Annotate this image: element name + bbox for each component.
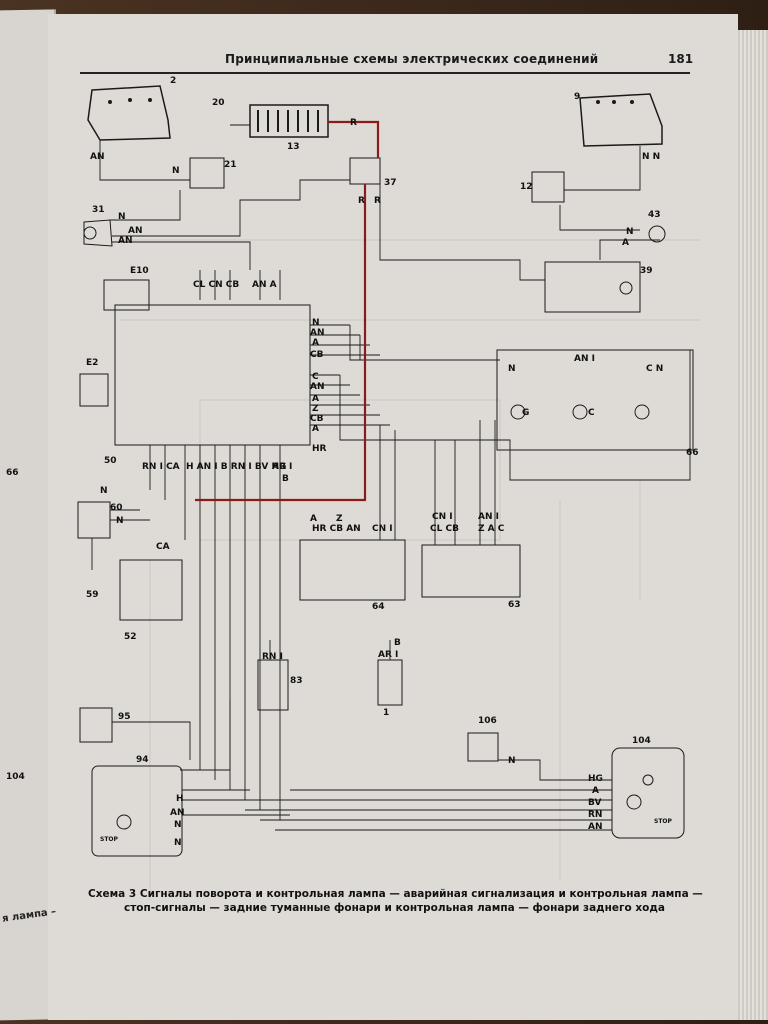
wire-RNICA: RN I CA xyxy=(142,462,180,472)
wire-CN-66: C N xyxy=(646,364,664,374)
wire-AR1: AR I xyxy=(272,462,293,472)
wire-A-50b: A xyxy=(312,394,319,404)
wire-Z-50: Z xyxy=(312,404,319,414)
wire-A-50c: A xyxy=(312,424,319,434)
wire-RN1-83: RN I xyxy=(262,652,283,662)
label-106: 106 xyxy=(478,716,497,726)
wire-AN1-63: AN I xyxy=(478,512,499,522)
wire-N-94: N xyxy=(174,820,182,830)
label-31: 31 xyxy=(92,205,105,215)
header-rule xyxy=(80,72,690,74)
label-1: 1 xyxy=(383,708,390,718)
page-header-title: Принципиальные схемы электрических соеди… xyxy=(225,52,599,66)
wire-N-66: N xyxy=(508,364,516,374)
wire-CLCB: CL CB xyxy=(430,524,459,534)
wire-HG-104: HG xyxy=(588,774,603,784)
wire-N-60b: N xyxy=(116,516,124,526)
wire-AN1-66: AN I xyxy=(574,354,595,364)
page xyxy=(48,14,738,1020)
label-37: 37 xyxy=(384,178,397,188)
wire-CN-64: CN I xyxy=(372,524,393,534)
label-2: 2 xyxy=(170,76,177,86)
label-39: 39 xyxy=(640,266,653,276)
wire-AN-94: AN xyxy=(170,808,185,818)
label-63: 63 xyxy=(508,600,521,610)
wire-CN1-63: CN I xyxy=(432,512,453,522)
label-20: 20 xyxy=(212,98,225,108)
label-59: 59 xyxy=(86,590,99,600)
label-50: 50 xyxy=(104,456,117,466)
wire-AN-31b: AN xyxy=(118,236,133,246)
wire-A-64: A xyxy=(310,514,317,524)
wire-A-43: A xyxy=(622,238,629,248)
wire-AN-50b: AN xyxy=(310,382,325,392)
wire-N-50a: N xyxy=(312,318,320,328)
label-52: 52 xyxy=(124,632,137,642)
wire-AN-31: AN xyxy=(128,226,143,236)
wire-Z-64: Z xyxy=(336,514,343,524)
label-12: 12 xyxy=(520,182,533,192)
wire-H-94: H xyxy=(176,794,184,804)
wire-B-1: B xyxy=(394,638,401,648)
wire-ANA: AN A xyxy=(252,280,277,290)
figure-caption-line2: стоп-сигналы — задние туманные фонари и … xyxy=(124,902,665,914)
wire-B-50: B xyxy=(282,474,289,484)
wire-R-37a: R xyxy=(358,196,365,206)
stop-lamp-104: STOP xyxy=(654,818,672,825)
wire-A-50: A xyxy=(312,338,319,348)
lamp-C: C xyxy=(588,408,595,418)
wire-N-106: N xyxy=(508,756,516,766)
label-64: 64 xyxy=(372,602,385,612)
wire-R-13: R xyxy=(350,118,357,128)
wire-N-21: N xyxy=(172,166,180,176)
wire-AN-2: AN xyxy=(90,152,105,162)
wire-N-60: N xyxy=(100,486,108,496)
wire-CA-52: CA xyxy=(156,542,170,552)
label-66: 66 xyxy=(686,448,699,458)
stop-lamp-94: STOP xyxy=(100,836,118,843)
wire-HRCBAN: HR CB AN xyxy=(312,524,361,534)
wire-AR1-1: AR I xyxy=(378,650,399,660)
label-E10: E10 xyxy=(130,266,149,276)
label-13: 13 xyxy=(287,142,300,152)
label-104: 104 xyxy=(632,736,651,746)
label-9: 9 xyxy=(574,92,581,102)
label-60: 60 xyxy=(110,503,123,513)
wire-CB-50: CB xyxy=(310,350,324,360)
wire-A-104: A xyxy=(592,786,599,796)
wire-HANBRNIBVHG: H AN I B RN I BV HG xyxy=(186,462,287,472)
wire-N-94b: N xyxy=(174,838,182,848)
wire-RN-104: RN xyxy=(588,810,603,820)
wire-R-37b: R xyxy=(374,196,381,206)
figure-caption-line1: Схема 3 Сигналы поворота и контрольная л… xyxy=(88,888,703,900)
wire-HR-50: HR xyxy=(312,444,327,454)
page-number: 181 xyxy=(668,52,694,66)
wire-BV-104: BV xyxy=(588,798,602,808)
label-94: 94 xyxy=(136,755,149,765)
label-95: 95 xyxy=(118,712,131,722)
wire-CB-50b: CB xyxy=(310,414,324,424)
wire-C-50: C xyxy=(312,372,319,382)
label-21: 21 xyxy=(224,160,237,170)
wire-AN-104: AN xyxy=(588,822,603,832)
wire-CLCNCB: CL CN CB xyxy=(193,280,240,290)
wire-N-31: N xyxy=(118,212,126,222)
wire-ZAC: Z A C xyxy=(478,524,505,534)
wire-N-43: N xyxy=(626,227,634,237)
label-E2: E2 xyxy=(86,358,99,368)
label-43: 43 xyxy=(648,210,661,220)
wire-AN-50: AN xyxy=(310,328,325,338)
label-83: 83 xyxy=(290,676,303,686)
wire-NN-9: N N xyxy=(642,152,661,162)
left-label-66: 66 xyxy=(6,468,19,478)
left-label-104: 104 xyxy=(6,772,25,782)
lamp-G: G xyxy=(522,408,530,418)
